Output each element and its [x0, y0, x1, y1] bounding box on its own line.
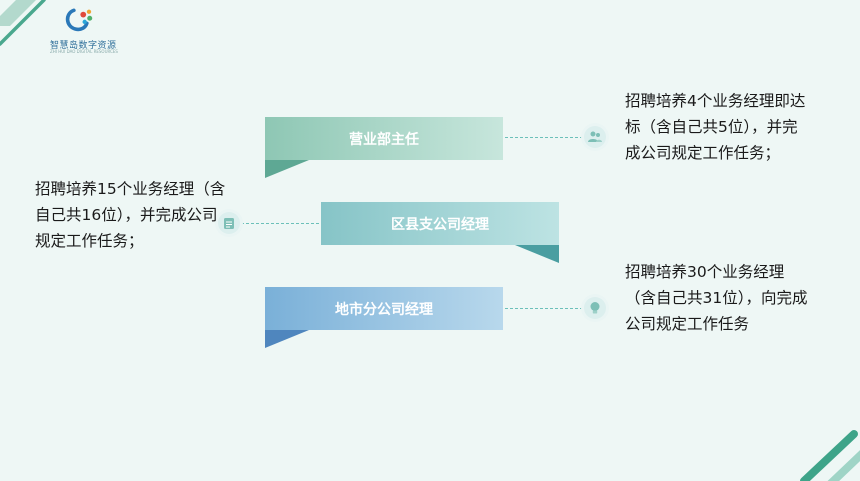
connector-line-2 — [241, 223, 319, 224]
logo-icon — [65, 8, 93, 32]
role-banner-2: 区县支公司经理 — [321, 202, 559, 245]
connector-line-1 — [505, 137, 583, 138]
corner-decoration-bottom-right — [800, 430, 860, 481]
people-icon — [584, 126, 606, 148]
connector-line-3 — [505, 308, 583, 309]
role-title-1: 营业部主任 — [349, 131, 419, 148]
role-banner-fold-1 — [265, 160, 309, 178]
lightbulb-icon — [584, 297, 606, 319]
role-banner-fold-2 — [515, 245, 559, 263]
role-banner-1: 营业部主任 — [265, 117, 503, 160]
logo-name: 智慧岛数字资源 — [50, 41, 117, 51]
role-description-3: 招聘培养30个业务经理（含自己共31位），向完成公司规定工作任务 — [625, 263, 808, 333]
document-icon — [218, 212, 240, 234]
corner-decoration-top-left — [0, 0, 46, 46]
role-description-1: 招聘培养4个业务经理即达标（含自己共5位），并完成公司规定工作任务； — [625, 92, 806, 162]
role-banner-3: 地市分公司经理 — [265, 287, 503, 330]
role-banner-fold-3 — [265, 330, 309, 348]
role-title-2: 区县支公司经理 — [391, 216, 489, 233]
role-description-2: 招聘培养15个业务经理（含自己共16位），并完成公司规定工作任务； — [35, 180, 226, 250]
logo-subtitle: ZHI HUI DAO DIGITAL RESOURCES — [50, 49, 118, 54]
role-title-3: 地市分公司经理 — [335, 301, 433, 318]
